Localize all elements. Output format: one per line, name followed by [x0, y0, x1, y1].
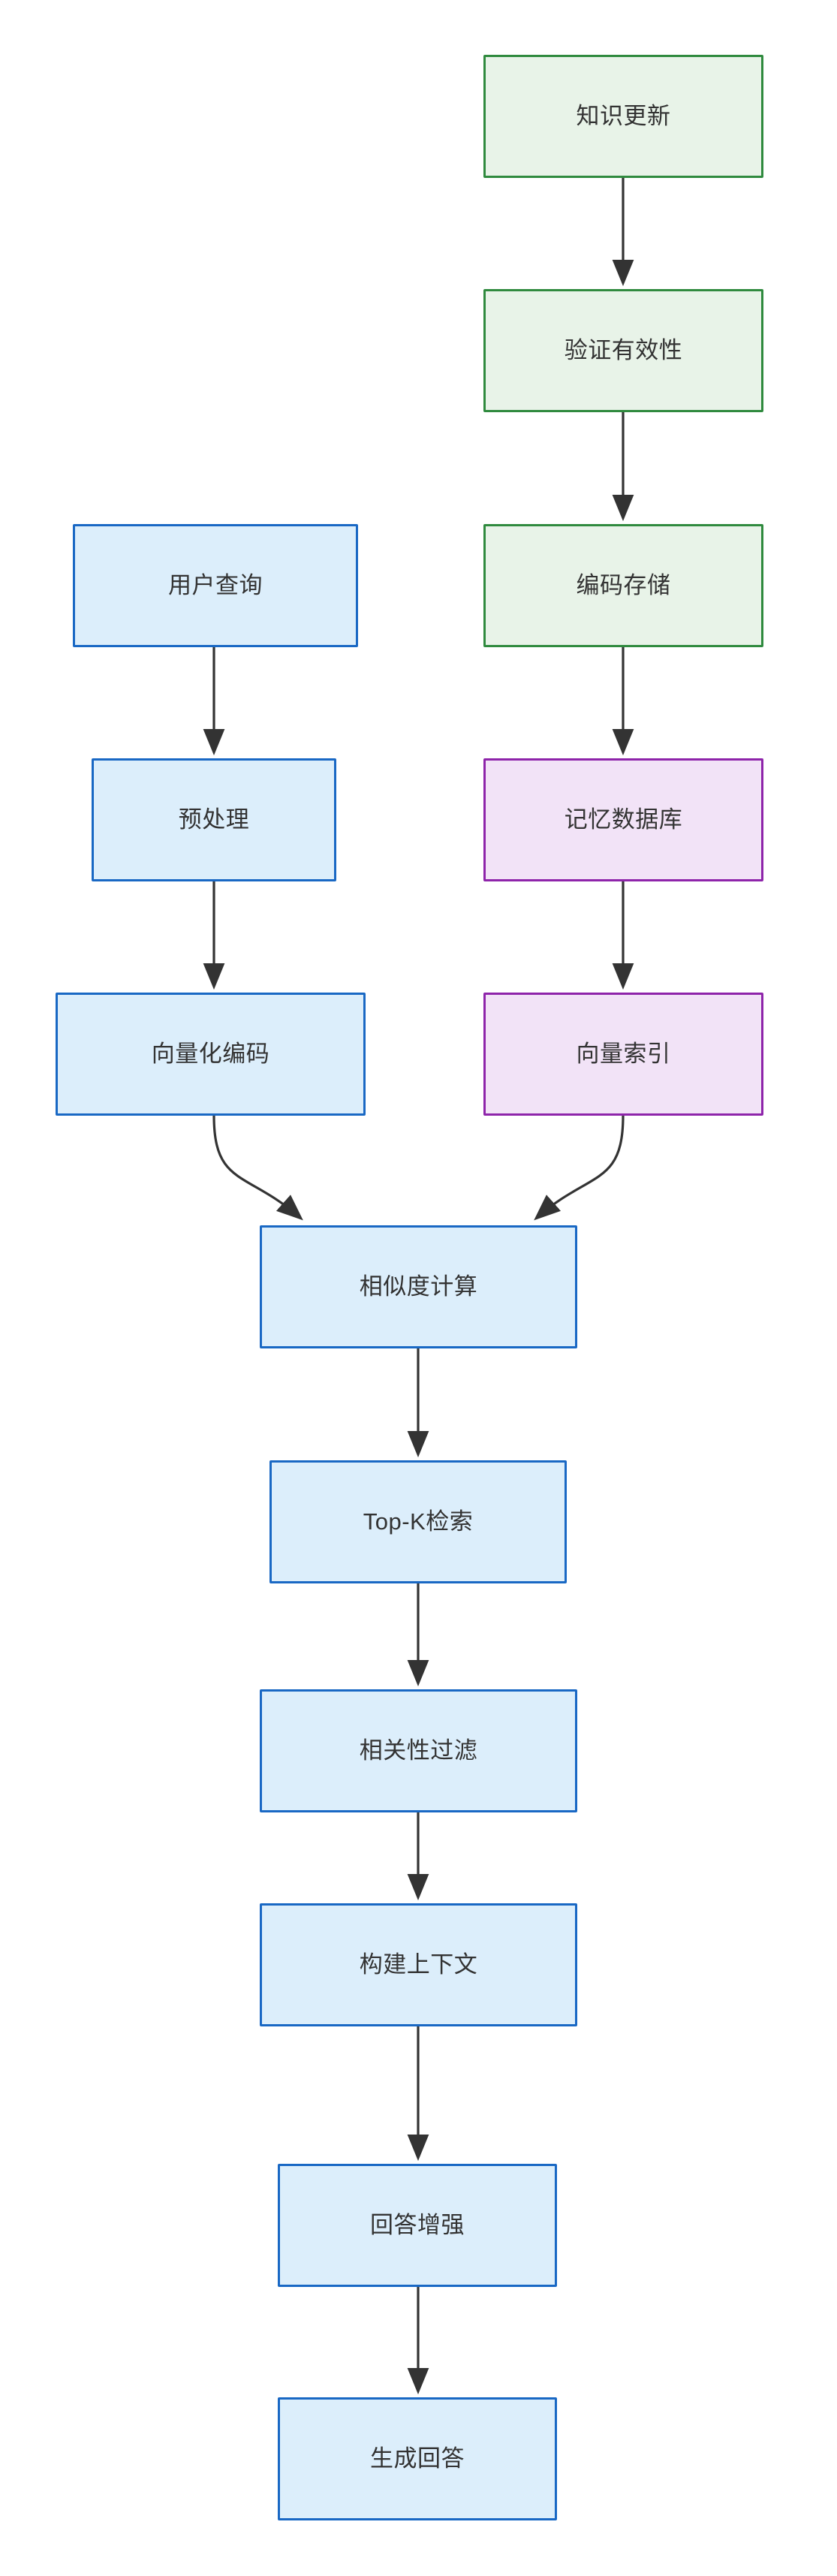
flow-node-label: Top-K检索 — [363, 1508, 474, 1535]
flow-node-label: 相似度计算 — [359, 1273, 478, 1300]
flow-node-label: 生成回答 — [370, 2445, 465, 2472]
flow-node-n3[interactable]: 编码存储 — [483, 524, 763, 647]
flow-node-n5[interactable]: 向量索引 — [483, 993, 763, 1116]
flow-node-label: 向量化编码 — [151, 1041, 270, 1068]
flow-node-label: 编码存储 — [576, 572, 671, 599]
flow-node-n13[interactable]: 回答增强 — [278, 2164, 557, 2287]
flow-node-label: 记忆数据库 — [564, 806, 683, 833]
flow-node-label: 向量索引 — [576, 1041, 671, 1068]
flow-node-n7[interactable]: 预处理 — [92, 758, 336, 881]
flow-node-label: 预处理 — [178, 806, 250, 833]
edge-n5-to-n9 — [534, 1115, 625, 1221]
flow-node-label: 验证有效性 — [564, 337, 683, 364]
flow-node-n8[interactable]: 向量化编码 — [56, 993, 366, 1116]
flow-node-label: 知识更新 — [576, 103, 671, 130]
flow-node-label: 构建上下文 — [359, 1951, 478, 1978]
edge-n8-to-n9 — [212, 1115, 303, 1221]
flow-node-n14[interactable]: 生成回答 — [278, 2397, 557, 2520]
flow-node-label: 相关性过滤 — [359, 1737, 478, 1764]
flow-node-label: 用户查询 — [168, 572, 263, 599]
flow-node-n12[interactable]: 构建上下文 — [260, 1903, 577, 2026]
edge-group — [203, 178, 634, 2395]
flow-node-n9[interactable]: 相似度计算 — [260, 1225, 577, 1348]
flow-node-n6[interactable]: 用户查询 — [73, 524, 358, 647]
flow-node-n1[interactable]: 知识更新 — [483, 55, 763, 178]
flow-node-n4[interactable]: 记忆数据库 — [483, 758, 763, 881]
flow-node-n2[interactable]: 验证有效性 — [483, 289, 763, 412]
flow-node-n10[interactable]: Top-K检索 — [269, 1460, 567, 1583]
flow-node-label: 回答增强 — [370, 2212, 465, 2239]
flow-node-n11[interactable]: 相关性过滤 — [260, 1689, 577, 1812]
